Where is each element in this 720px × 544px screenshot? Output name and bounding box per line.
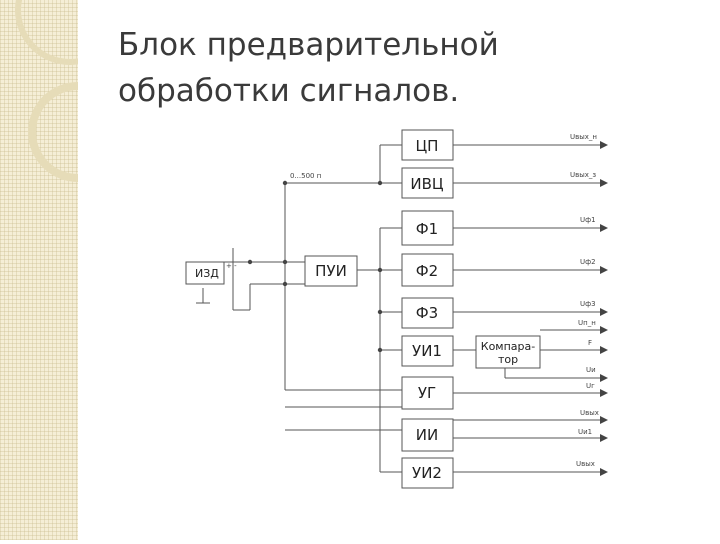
block-f3 (401, 297, 454, 329)
output-label: Uп_н (578, 319, 596, 327)
output-label: Uи1 (578, 428, 592, 436)
output-label: F (588, 339, 592, 347)
sidebar-decoration (0, 0, 128, 540)
input-block-label: ПУИ (315, 262, 347, 280)
block-label: ИИ (416, 426, 438, 444)
block-label: ИВЦ (410, 175, 444, 193)
output-label: Uф3 (580, 300, 596, 308)
output-label: Uвых_н (570, 133, 597, 141)
block-comparator (475, 335, 541, 369)
block-label: УИ1 (412, 342, 442, 360)
block-ui2 (401, 457, 454, 489)
output-label: Uвых (576, 460, 595, 468)
block-label: ЦП (416, 137, 439, 155)
source-izd (185, 261, 225, 285)
block-pui (304, 255, 358, 287)
block-ui1 (401, 335, 454, 367)
block-cp (401, 129, 454, 161)
slide-title-line-1: Блок предварительной (118, 27, 499, 63)
block-label: УИ2 (412, 464, 442, 482)
block-ii (401, 418, 454, 452)
block-label: Ф2 (416, 262, 438, 280)
output-label: Uвых_з (570, 171, 596, 179)
block-label: Ф3 (416, 304, 438, 322)
block-ug (401, 376, 454, 410)
source-polarity: + - (226, 262, 237, 270)
block-f1 (401, 210, 454, 246)
source-label: ИЗД (195, 267, 219, 280)
comparator-label-1: Компара- (481, 340, 535, 353)
block-f2 (401, 253, 454, 287)
slide-title-line-2: обработки сигналов. (118, 73, 460, 109)
output-label: Uф2 (580, 258, 596, 266)
range-label: 0...500 п (290, 172, 321, 180)
comparator-label-2: тор (498, 353, 518, 366)
block-ivc (401, 167, 454, 199)
output-label: Uи (586, 366, 596, 374)
block-label: Ф1 (416, 220, 438, 238)
block-label: УГ (418, 384, 436, 402)
output-label: Uг (586, 382, 595, 390)
output-label: Uф1 (580, 216, 596, 224)
slide-title: Блок предварительной обработки сигналов. (118, 22, 499, 114)
output-label: Uвых (580, 409, 599, 417)
